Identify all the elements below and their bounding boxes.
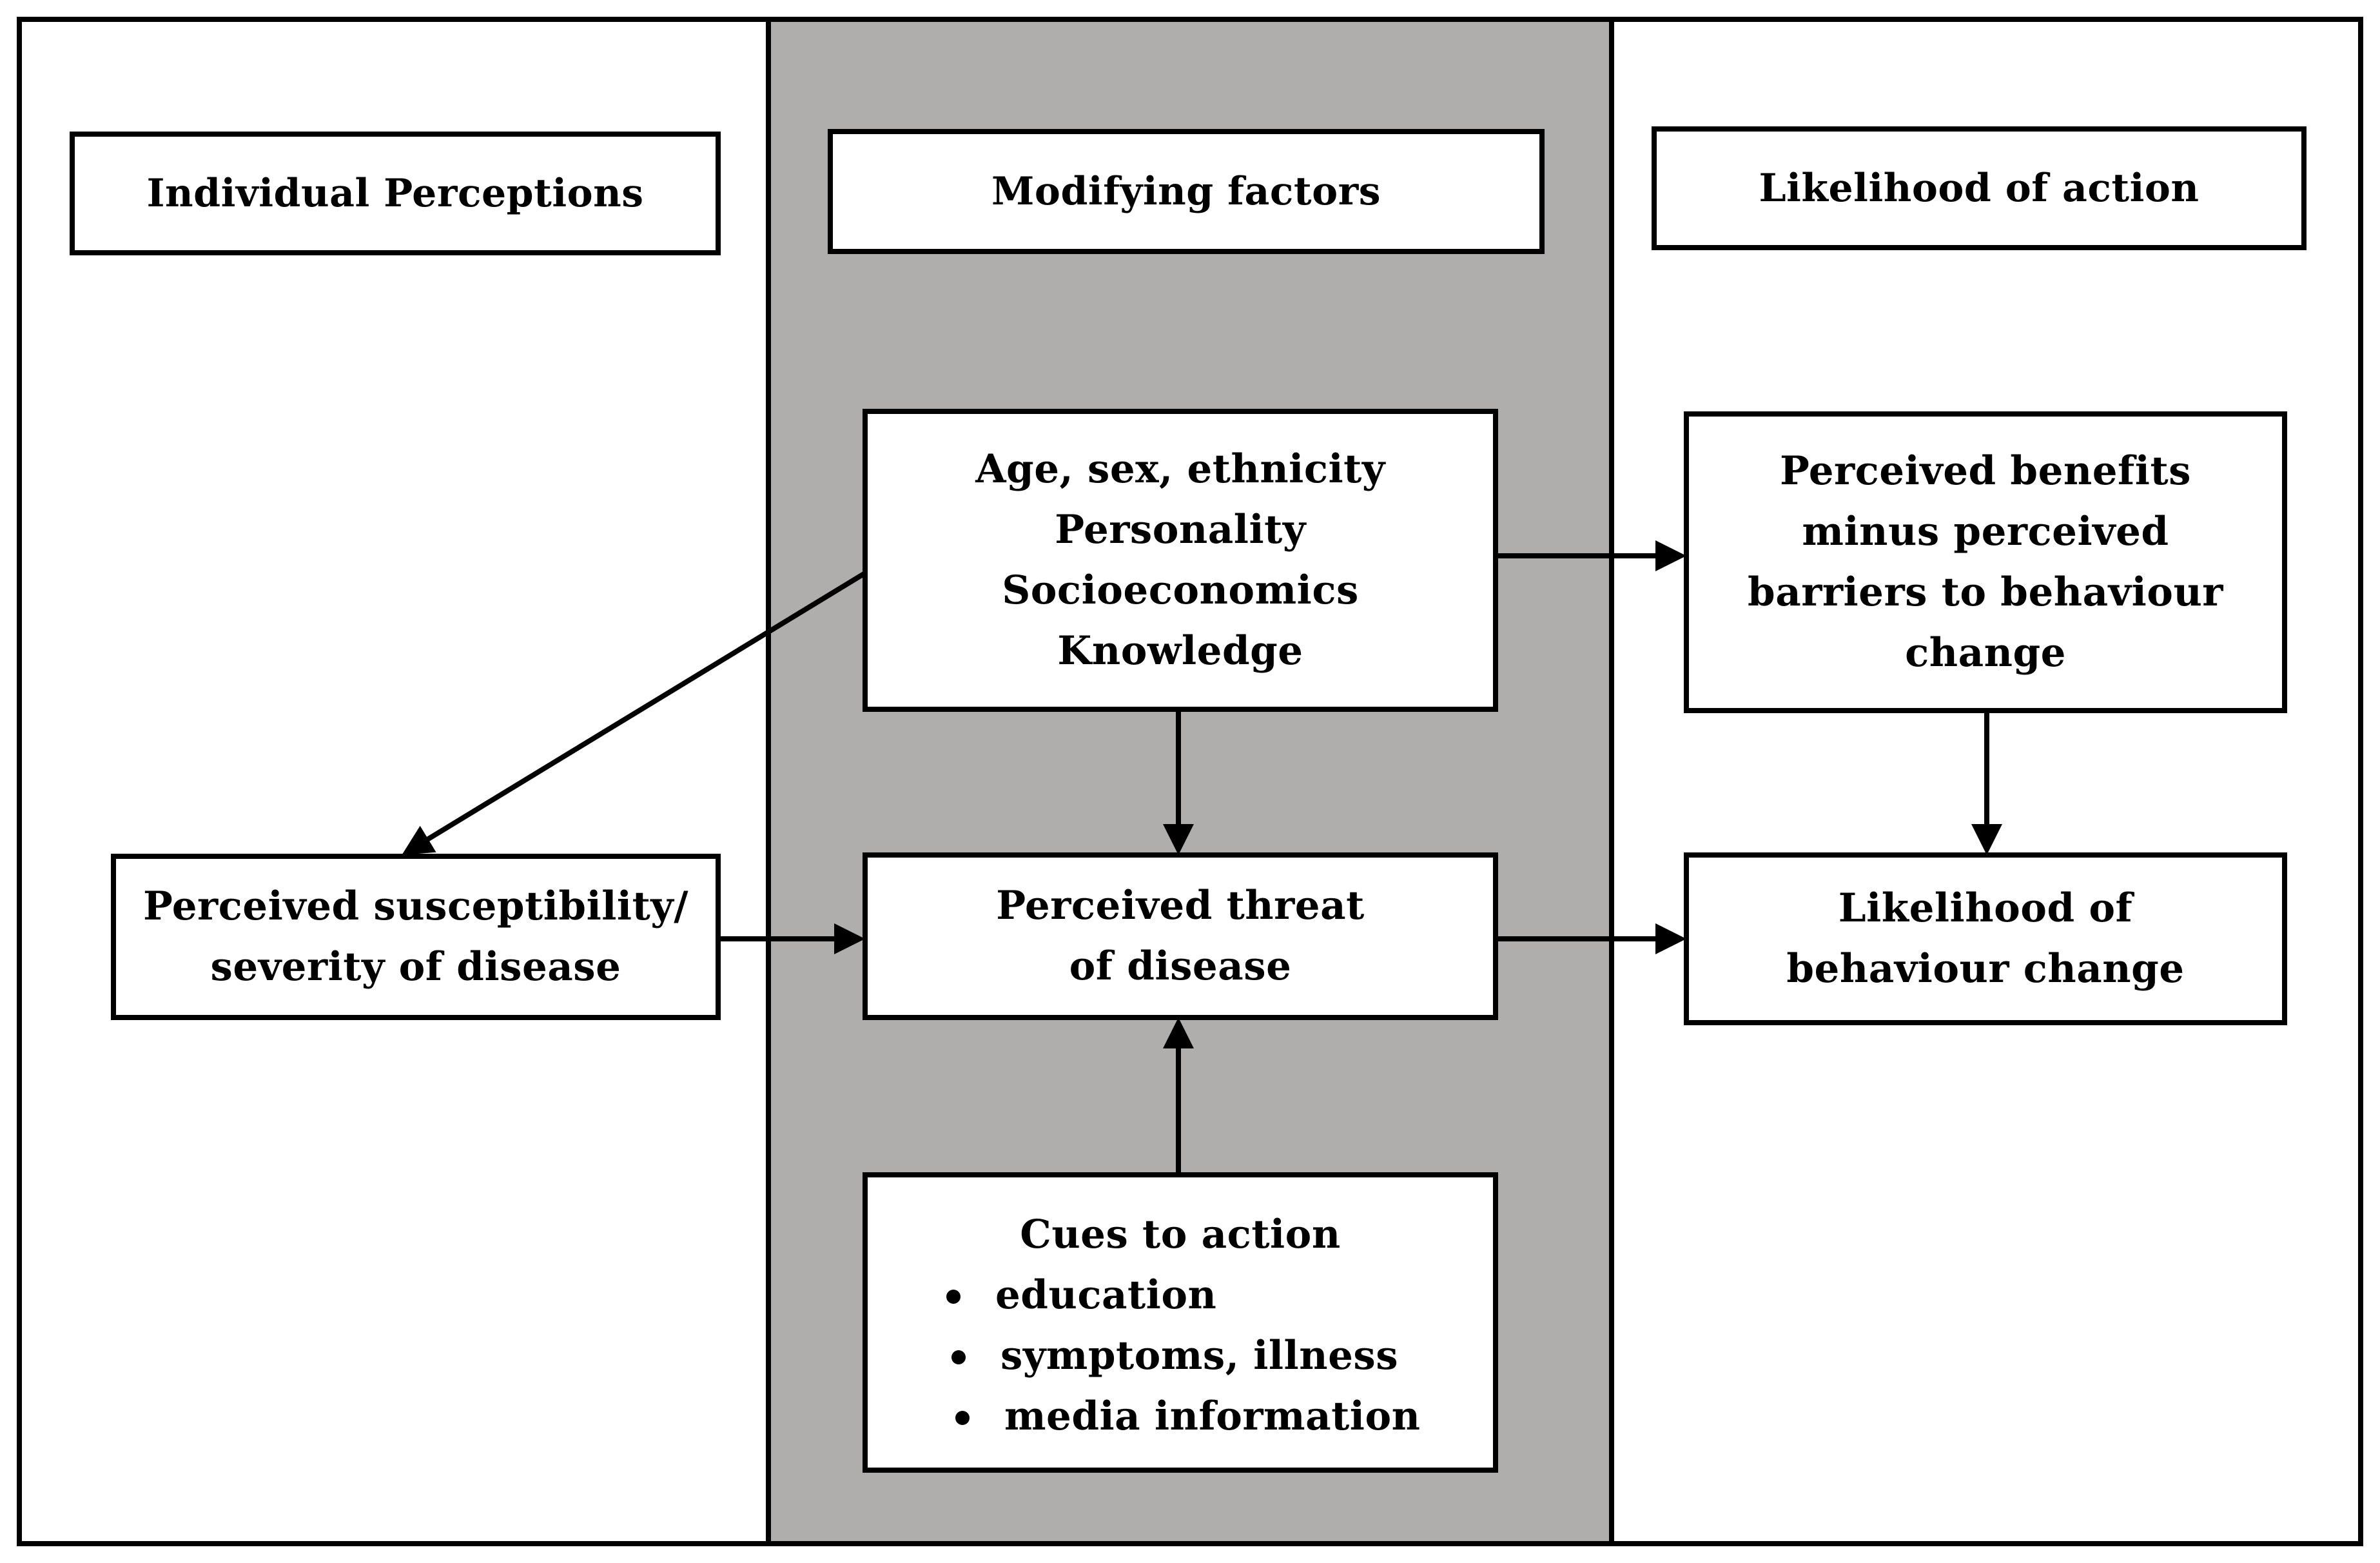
demographics-line: Age, sex, ethnicity (975, 446, 1385, 492)
demographics-line: Knowledge (1057, 628, 1303, 674)
perceived-benefits-box: Perceived benefits minus perceived barri… (1684, 411, 2287, 713)
demographic-factors-box: Age, sex, ethnicity Personality Socioeco… (863, 409, 1498, 712)
benefits-line: minus perceived (1802, 509, 2169, 555)
cues-list-item: media information (953, 1386, 1421, 1447)
demographics-line: Personality (1055, 507, 1306, 553)
benefits-line: Perceived benefits (1779, 448, 2191, 494)
header-likelihood-of-action: Likelihood of action (1652, 126, 2307, 250)
header-individual-perceptions: Individual Perceptions (70, 132, 721, 255)
demographics-line: Socioeconomics (1002, 567, 1359, 613)
perceived-susceptibility-box: Perceived susceptibility/ severity of di… (111, 854, 721, 1020)
cues-list: education symptoms, illness media inform… (944, 1265, 1421, 1447)
perceived-threat-box: Perceived threat of disease (863, 852, 1498, 1020)
behaviour-line: behaviour change (1786, 946, 2185, 992)
threat-line: Perceived threat (996, 883, 1365, 929)
benefits-line: change (1905, 630, 2066, 676)
susceptibility-line: Perceived susceptibility/ (142, 883, 688, 929)
cues-title: Cues to action (1020, 1212, 1341, 1257)
susceptibility-line: severity of disease (210, 944, 621, 990)
cues-to-action-box: Cues to action education symptoms, illne… (863, 1172, 1498, 1473)
header-modifying-factors: Modifying factors (828, 129, 1545, 254)
header-modifying-label: Modifying factors (991, 169, 1381, 214)
cues-list-item: education (944, 1265, 1421, 1326)
header-likelihood-label: Likelihood of action (1759, 166, 2200, 211)
cues-list-item: symptoms, illness (949, 1326, 1421, 1386)
behaviour-change-box: Likelihood of behaviour change (1684, 852, 2287, 1025)
threat-line: of disease (1069, 943, 1292, 989)
header-individual-label: Individual Perceptions (146, 171, 644, 216)
benefits-line: barriers to behaviour (1748, 569, 2223, 615)
behaviour-line: Likelihood of (1838, 885, 2133, 931)
